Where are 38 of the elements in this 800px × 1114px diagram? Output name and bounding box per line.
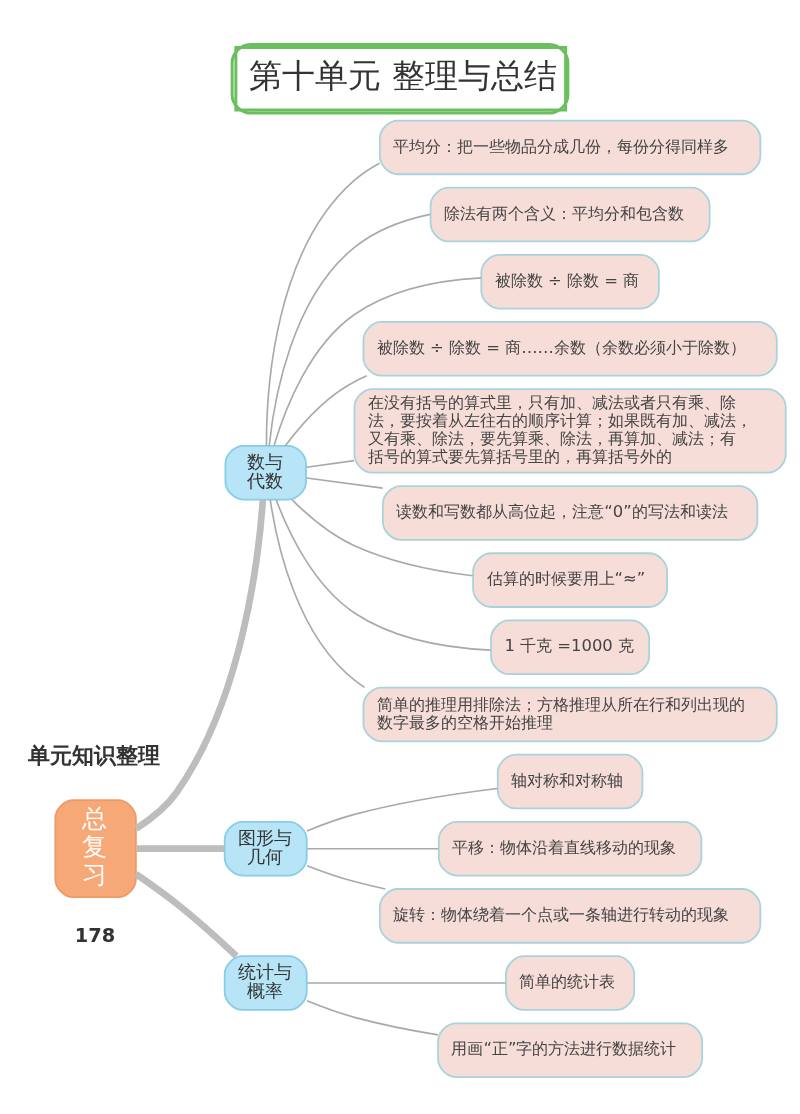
connector	[305, 477, 384, 489]
connector	[306, 1000, 439, 1036]
node-box: 平移：物体沿着直线移动的现象	[437, 820, 703, 877]
node-box: 被除数 ÷ 除数 = 商	[480, 253, 660, 310]
node-box: 读数和写数都从高位起，注意“0”的写法和读法	[381, 485, 759, 541]
node-box: 在没有括号的算式里，只有加、减法或者只有乘、除法，要按着从左往右的顺序计算；如果既有加、减法，又有乘、除法，要先算乘、除法，再算加、减法；有括号的算式要先算括号里的，再算括号外的	[353, 388, 787, 474]
connector	[306, 787, 499, 832]
node-box: 用画“正”字的方法进行数据统计	[437, 1022, 704, 1078]
node-box: 统计与概率	[223, 955, 308, 1011]
node-box: 总复习	[54, 799, 137, 899]
node-box: 简单的推理用排除法；方格推理从所在行和列出现的数字最多的空格开始推理	[362, 686, 778, 743]
connector	[305, 459, 355, 469]
connector	[273, 277, 483, 447]
connector	[136, 845, 225, 853]
node-box: 旋转：物体绕着一个点或一条轴进行转动的现象	[378, 888, 762, 944]
label: 178	[74, 923, 116, 947]
node-box: 1 千克 =1000 克	[490, 619, 651, 676]
label: 单元知识整理	[27, 741, 160, 768]
connector	[284, 374, 368, 447]
connector	[134, 499, 267, 832]
node-box: 平均分：把一些物品分成几份，每份分得同样多	[378, 119, 762, 176]
node-box: 被除数 ÷ 除数 = 商……余数（余数必须小于除数）	[362, 321, 778, 377]
node-box: 数与代数	[224, 444, 307, 501]
connector	[306, 982, 507, 984]
diagram-title: 第十单元 整理与总结	[249, 57, 557, 96]
node-box: 图形与几何	[223, 820, 308, 877]
connector	[275, 499, 492, 651]
connector	[306, 847, 439, 850]
node-box: 除法有两个含义：平均分和包含数	[429, 186, 711, 243]
connector	[306, 864, 387, 890]
connector	[265, 162, 381, 447]
connector	[134, 871, 239, 959]
connector	[291, 499, 474, 577]
node-box: 简单的统计表	[505, 955, 636, 1011]
node-box: 轴对称和对称轴	[496, 753, 644, 810]
connector	[269, 499, 366, 689]
node-box: 估算的时候要用上“≈”	[472, 552, 668, 608]
connector	[268, 213, 431, 447]
